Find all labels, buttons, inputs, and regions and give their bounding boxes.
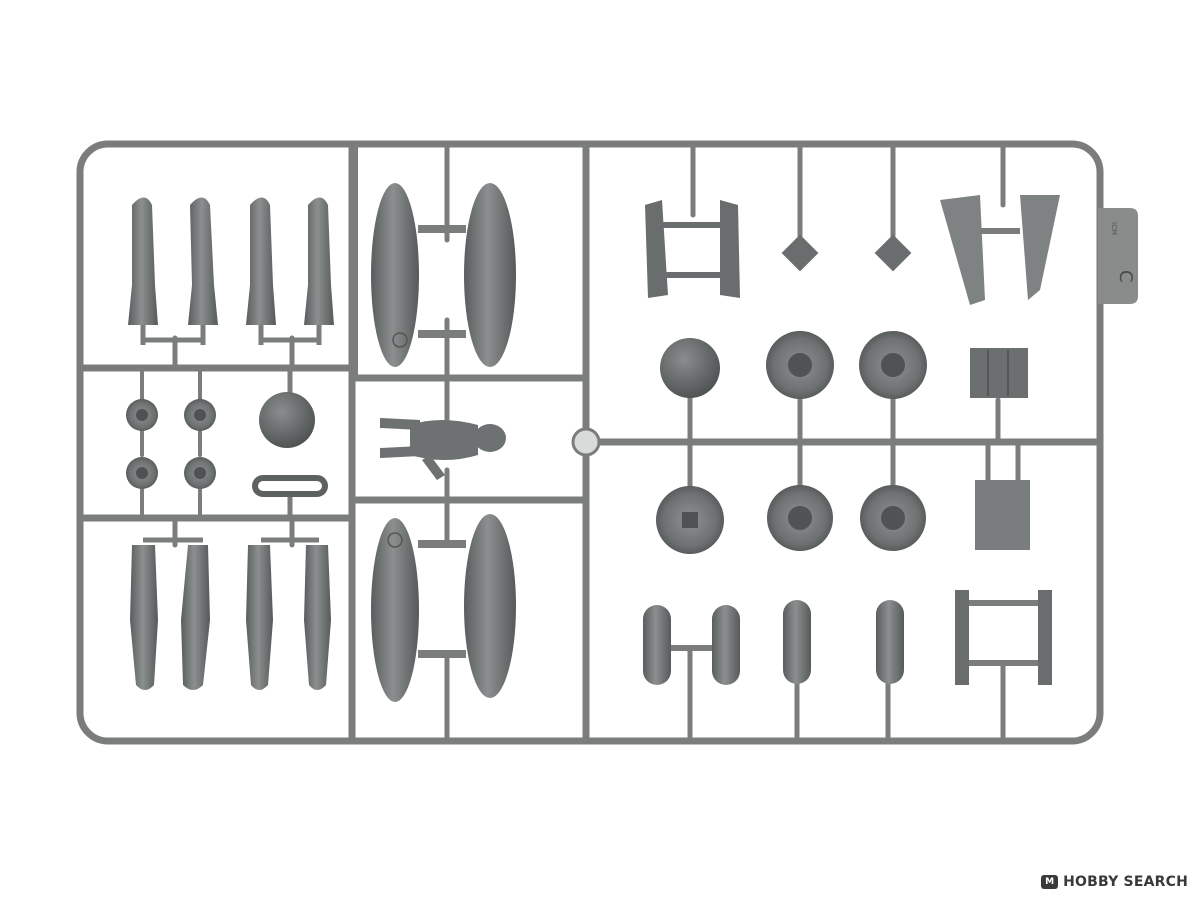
armor-plate [970,348,1028,398]
sprue-gate [571,427,601,457]
sprue-tag-letter: C [1115,270,1136,283]
radiator-parts [955,590,1052,685]
propeller-runners-top [140,325,322,345]
propeller-blades-top [128,197,334,325]
seat-part [975,480,1030,550]
sprue-tag: ICM C [1098,208,1138,304]
main-wheels-upper [766,331,927,399]
exhaust-fairings [940,195,1060,305]
small-wheels-left [126,399,216,489]
hobby-search-logo-icon: M [1041,875,1059,889]
spinner-dome-right [660,338,720,398]
spinner-dome-left [259,392,315,448]
propeller-blades-bottom [130,545,331,690]
drop-tanks-upper [371,183,516,367]
hub-part [656,486,724,554]
control-yoke [252,475,328,497]
watermark-text: HOBBY SEARCH [1063,874,1188,890]
pilot-figure [380,418,506,480]
small-tanks [643,600,904,685]
landing-gear-legs [645,200,740,298]
sprue-tag-brand: ICM [1110,222,1118,235]
main-wheels-lower [767,485,926,551]
drop-tanks-lower [371,514,516,702]
watermark: M HOBBY SEARCH [1041,874,1188,890]
sprue-frame [76,140,1104,745]
small-fittings [781,234,912,272]
